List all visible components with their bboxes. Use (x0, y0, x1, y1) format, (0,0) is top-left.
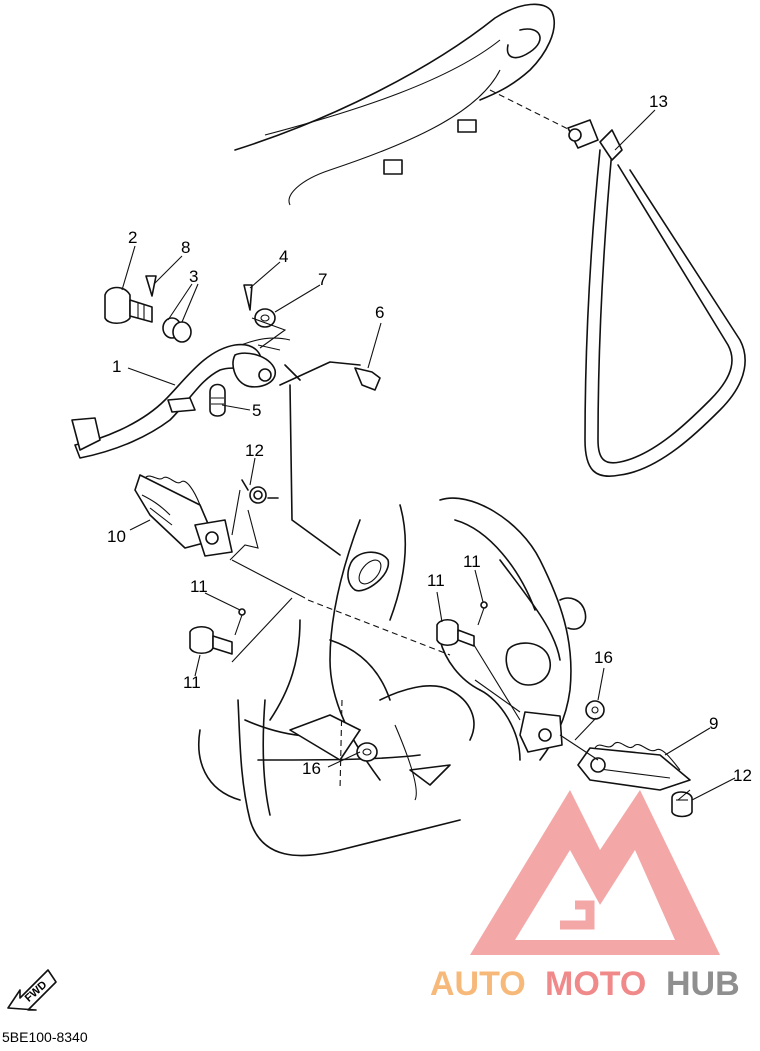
callout-10: 10 (107, 527, 126, 546)
fwd-arrow: FWD (7, 969, 57, 1011)
spring-5-part (209, 383, 226, 417)
bolt-11-right-part (436, 618, 475, 647)
callout-3: 3 (189, 267, 198, 286)
spring-14-part (241, 479, 279, 504)
washer-part (254, 308, 276, 328)
part-code: 5BE100-8340 (2, 1029, 88, 1045)
cotter-pins-part (145, 275, 253, 311)
stand-bar-part (489, 89, 746, 477)
callout-13: 12 (733, 766, 752, 785)
clevis-pin-part (354, 367, 381, 391)
callout-8: 8 (181, 238, 190, 257)
callout-11-right: 11 (427, 571, 445, 590)
brake-pedal-part (71, 343, 276, 459)
callout-12-right: 11 (463, 552, 481, 571)
callout-7: 7 (318, 270, 327, 289)
callout-11-left: 11 (183, 673, 201, 692)
callout-12-left: 11 (190, 577, 208, 596)
watermark-logo (470, 790, 720, 955)
watermark-moto: MOTO (545, 965, 646, 1003)
callout-6: 6 (375, 303, 384, 322)
assembly-lines (229, 317, 691, 801)
callout-16-lower: 16 (302, 759, 321, 778)
callout-14: 12 (245, 441, 264, 460)
washer-16-lower-part (356, 742, 378, 762)
callout-5: 5 (252, 401, 261, 420)
pivot-bolt-part (104, 286, 153, 325)
o-rings-part (162, 317, 192, 343)
watermark-auto: AUTO (430, 965, 526, 1003)
callout-2: 2 (128, 228, 137, 247)
pin-12-left-part (234, 608, 246, 636)
callout-16-upper: 16 (594, 648, 613, 667)
bolt-11-left-part (189, 625, 233, 655)
watermark-hub: HUB (666, 965, 740, 1003)
callout-numbers: 2 8 3 4 7 6 1 5 12 10 11 11 11 11 16 9 1… (107, 92, 752, 785)
clip-13-part (671, 791, 693, 818)
left-footrest-part (134, 474, 233, 557)
pin-12-right-part (477, 601, 488, 626)
right-footrest-part (577, 742, 691, 791)
callout-4: 4 (279, 247, 288, 266)
callout-9: 9 (709, 714, 718, 733)
footrest-bracket-part (519, 711, 563, 753)
callout-1: 1 (112, 357, 121, 376)
linkage-rod (279, 361, 389, 592)
watermark-text: AUTO MOTO HUB (430, 965, 740, 1003)
washer-16-upper-part (585, 700, 605, 720)
callout-15: 13 (649, 92, 668, 111)
leader-lines (121, 109, 736, 801)
